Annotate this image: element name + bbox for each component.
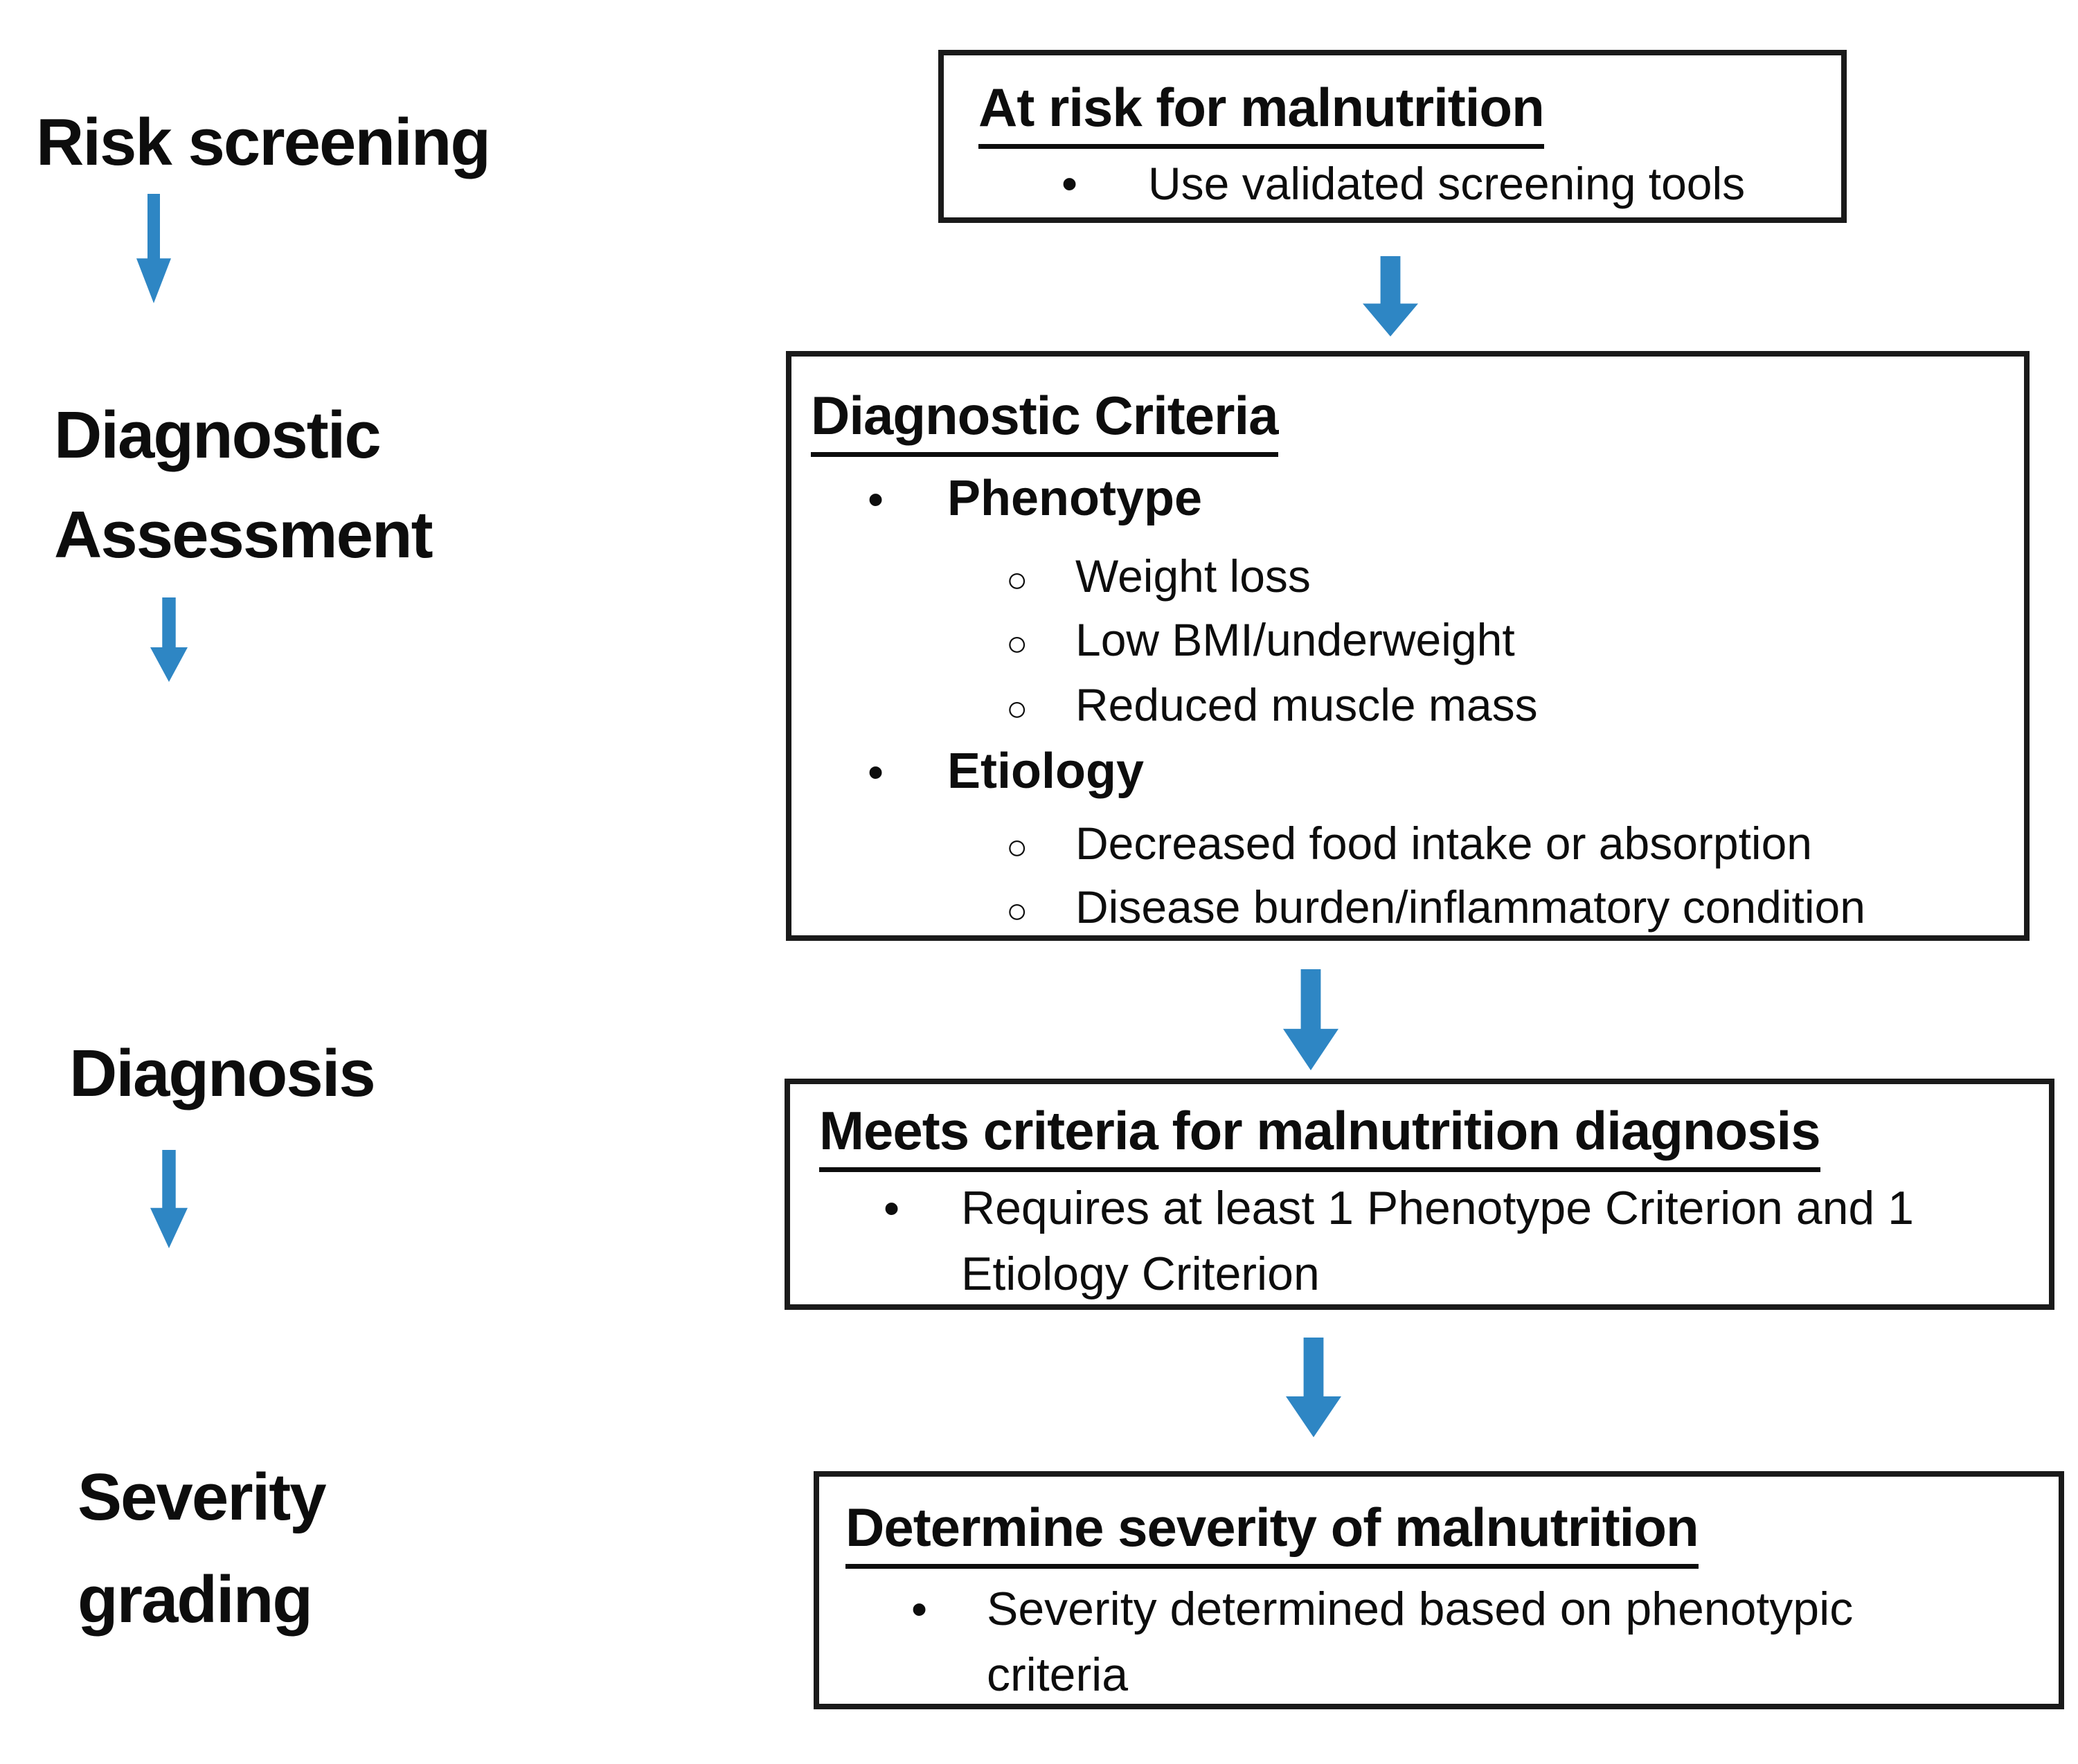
dot-bullet-icon: • bbox=[868, 746, 884, 798]
bullet-text: Severity determined based on phenotypic … bbox=[987, 1583, 1854, 1701]
bullet-text: Low BMI/underweight bbox=[1075, 614, 1515, 665]
dot-bullet-icon: • bbox=[868, 474, 884, 525]
box-determine-severity: Determine severity of malnutrition • Sev… bbox=[814, 1471, 2064, 1709]
circle-bullet-icon: ○ bbox=[1006, 891, 1028, 931]
bullet-text: Requires at least 1 Phenotype Criterion … bbox=[961, 1182, 1914, 1300]
list-item: • Phenotype bbox=[868, 466, 1202, 532]
circle-bullet-icon: ○ bbox=[1006, 624, 1028, 664]
box-heading-text: At risk for malnutrition bbox=[978, 77, 1545, 149]
list-item: • Severity determined based on phenotypi… bbox=[911, 1576, 1991, 1708]
stage-label-line: Risk screening bbox=[36, 105, 491, 179]
stage-label-severity-grading: Severity grading bbox=[78, 1446, 327, 1651]
bullet-text: Phenotype bbox=[947, 471, 1203, 526]
list-item: ○ Weight loss bbox=[1006, 543, 1311, 609]
stage-label-line: Diagnostic bbox=[54, 398, 382, 472]
dot-bullet-icon: • bbox=[1062, 158, 1078, 209]
list-item: ○ Disease burden/inflammatory condition bbox=[1006, 874, 1865, 940]
box-heading: Meets criteria for malnutrition diagnosi… bbox=[819, 1099, 1821, 1172]
stage-label-risk-screening: Risk screening bbox=[36, 93, 491, 192]
list-item: ○ Decreased food intake or absorption bbox=[1006, 811, 1812, 876]
dot-bullet-icon: • bbox=[911, 1583, 928, 1635]
box-at-risk-for-malnutrition: At risk for malnutrition • Use validated… bbox=[938, 50, 1847, 223]
box-heading: Diagnostic Criteria bbox=[811, 384, 1279, 457]
bullet-text: Decreased food intake or absorption bbox=[1075, 818, 1812, 869]
list-item: • Etiology bbox=[868, 739, 1144, 804]
down-arrow-icon bbox=[1363, 256, 1418, 336]
stage-label-line: Assessment bbox=[54, 498, 433, 572]
list-item: • Use validated screening tools bbox=[1062, 151, 1745, 217]
bullet-text: Weight loss bbox=[1075, 550, 1311, 602]
list-item: • Requires at least 1 Phenotype Criterio… bbox=[884, 1176, 2027, 1307]
down-arrow-icon bbox=[1283, 969, 1338, 1070]
box-meets-criteria: Meets criteria for malnutrition diagnosi… bbox=[785, 1079, 2054, 1310]
box-heading-text: Diagnostic Criteria bbox=[811, 385, 1279, 457]
box-heading: Determine severity of malnutrition bbox=[845, 1496, 1699, 1569]
circle-bullet-icon: ○ bbox=[1006, 827, 1028, 867]
stage-label-line: Diagnosis bbox=[69, 1036, 376, 1110]
circle-bullet-icon: ○ bbox=[1006, 560, 1028, 600]
box-diagnostic-criteria: Diagnostic Criteria • Phenotype ○ Weight… bbox=[786, 351, 2030, 941]
list-item: ○ Low BMI/underweight bbox=[1006, 607, 1515, 673]
stage-label-diagnosis: Diagnosis bbox=[69, 1024, 376, 1124]
box-heading: At risk for malnutrition bbox=[978, 76, 1545, 149]
down-arrow-icon bbox=[150, 1150, 188, 1248]
stage-label-diagnostic-assessment: Diagnostic Assessment bbox=[54, 386, 433, 585]
down-arrow-icon bbox=[1286, 1338, 1341, 1437]
down-arrow-icon bbox=[150, 597, 188, 682]
circle-bullet-icon: ○ bbox=[1006, 689, 1028, 729]
dot-bullet-icon: • bbox=[884, 1182, 900, 1234]
box-heading-text: Meets criteria for malnutrition diagnosi… bbox=[819, 1100, 1821, 1172]
stage-label-line: grading bbox=[78, 1563, 313, 1637]
down-arrow-icon bbox=[136, 194, 171, 303]
box-heading-text: Determine severity of malnutrition bbox=[845, 1497, 1699, 1569]
stage-label-line: Severity bbox=[78, 1460, 327, 1534]
bullet-text: Use validated screening tools bbox=[1148, 158, 1746, 209]
list-item: ○ Reduced muscle mass bbox=[1006, 672, 1538, 738]
bullet-text: Etiology bbox=[947, 744, 1144, 799]
bullet-text: Reduced muscle mass bbox=[1075, 679, 1538, 730]
bullet-text: Disease burden/inflammatory condition bbox=[1075, 881, 1865, 933]
